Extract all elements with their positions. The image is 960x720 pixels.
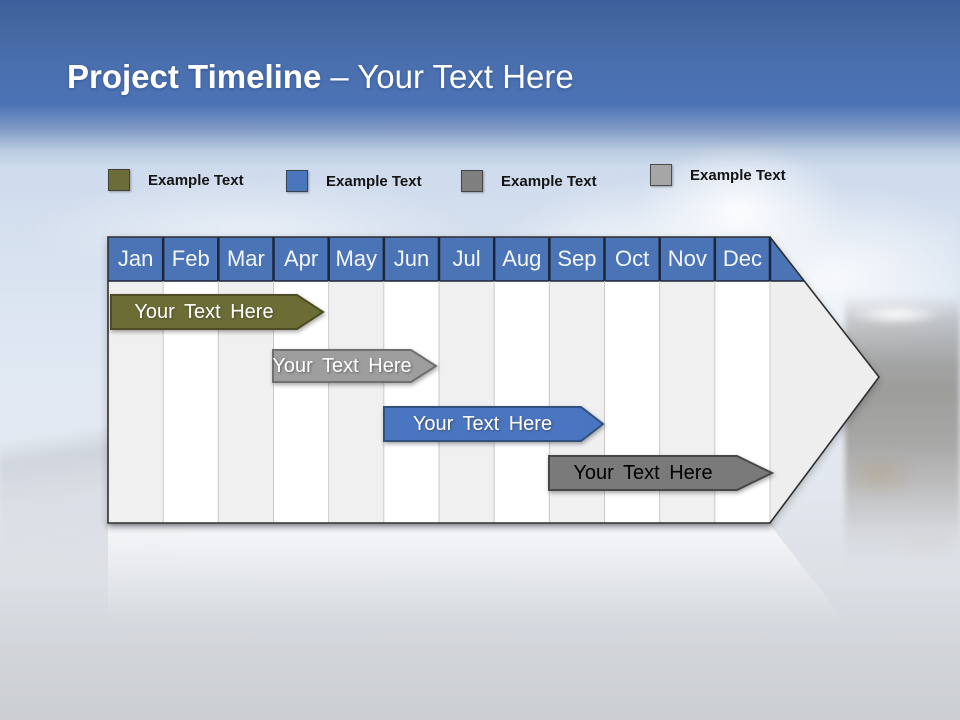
month-cell: Apr bbox=[283, 246, 319, 271]
slide-title-subtitle: – Your Text Here bbox=[330, 58, 574, 95]
legend-swatch-olive bbox=[108, 169, 130, 191]
legend-item: Example Text bbox=[461, 170, 597, 192]
month-header-row: Jan Feb Mar Apr May Jun Jul Aug Sep Oct … bbox=[108, 237, 770, 281]
legend-swatch-lightgray bbox=[650, 164, 672, 186]
legend-item: Example Text bbox=[286, 170, 422, 192]
legend-label: Example Text bbox=[326, 172, 422, 190]
timeline-reflection bbox=[108, 526, 845, 621]
month-cell: May bbox=[335, 246, 378, 271]
task-bar-3 bbox=[383, 406, 605, 442]
slide-title: Project Timeline– Your Text Here bbox=[67, 58, 574, 96]
legend-swatch-blue bbox=[286, 170, 308, 192]
task-bar-1 bbox=[110, 294, 325, 330]
month-cell: Feb bbox=[171, 246, 210, 271]
legend-item: Example Text bbox=[650, 164, 786, 186]
task-bar-label: Your Text Here bbox=[412, 412, 553, 435]
timeline-shadow bbox=[108, 521, 772, 527]
month-cell: Sep bbox=[557, 246, 597, 271]
task-bar-shape bbox=[548, 455, 774, 491]
month-cell: Jan bbox=[117, 246, 154, 271]
month-cell: Oct bbox=[615, 246, 650, 271]
legend-swatch-darkgray bbox=[461, 170, 483, 192]
task-bar-shape bbox=[383, 406, 605, 442]
column-stripe bbox=[439, 281, 495, 523]
table-outer-border bbox=[107, 236, 881, 524]
task-bar-shape bbox=[110, 294, 325, 330]
month-cell: Dec bbox=[722, 246, 763, 271]
task-bar-label: Your Text Here bbox=[573, 461, 713, 484]
month-cell: Nov bbox=[667, 246, 707, 271]
task-bar-4 bbox=[548, 455, 774, 491]
month-cell: Jul bbox=[452, 246, 481, 271]
legend-label: Example Text bbox=[501, 172, 597, 190]
task-bar-shape bbox=[272, 349, 438, 383]
month-cell: Jun bbox=[393, 246, 430, 271]
legend-item: Example Text bbox=[108, 169, 244, 191]
task-bar-label: Your Text Here bbox=[134, 300, 274, 323]
month-cell: Mar bbox=[226, 246, 265, 271]
legend-label: Example Text bbox=[690, 166, 786, 184]
slide-title-main: Project Timeline bbox=[67, 58, 322, 95]
legend-label: Example Text bbox=[148, 171, 244, 189]
month-cell: Aug bbox=[502, 246, 542, 271]
task-bar-label: Your Text Here bbox=[272, 354, 412, 377]
header-dividers bbox=[161, 237, 772, 281]
month-header-band bbox=[108, 237, 805, 281]
task-bar-2 bbox=[272, 349, 438, 383]
column-stripe bbox=[328, 281, 384, 523]
